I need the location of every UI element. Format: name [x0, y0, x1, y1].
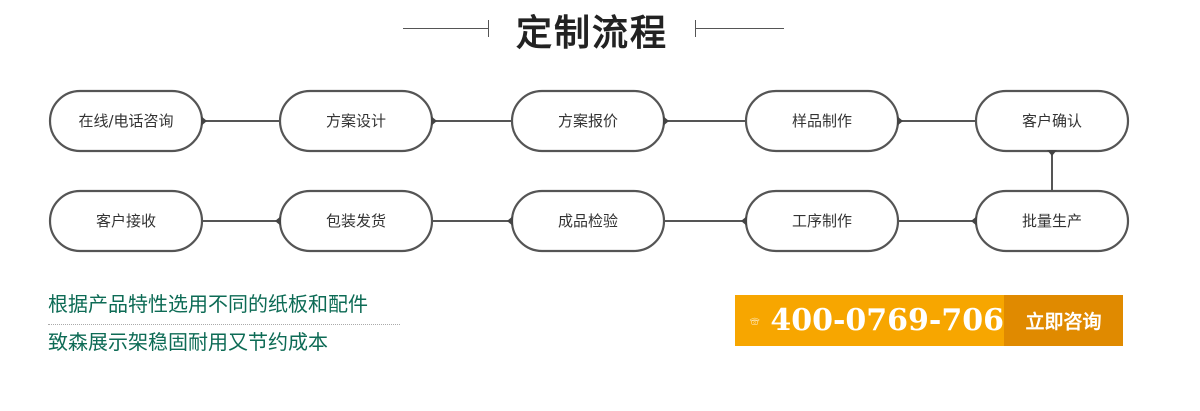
flow-step-label: 客户确认 [1022, 112, 1082, 130]
flow-arrow-icon [507, 216, 513, 226]
flow-step-label: 成品检验 [558, 212, 618, 230]
title-rule-left-tick [488, 20, 489, 37]
flow-step-label: 方案报价 [558, 112, 618, 130]
flow-arrow-icon [971, 216, 977, 226]
title-rule-right [696, 28, 784, 29]
flow-arrow-icon [897, 116, 903, 126]
flow-step-label: 包装发货 [326, 212, 386, 230]
hotline-number-panel: 400-0769-706 [735, 295, 1004, 346]
flow-arrow-icon [741, 216, 747, 226]
hotline-banner: 400-0769-706 立即咨询 [735, 295, 1123, 346]
flow-step-sample: 样品制作 [744, 89, 900, 153]
flow-step-confirm: 客户确认 [974, 89, 1130, 153]
flow-step-design: 方案设计 [278, 89, 434, 153]
flow-arrow-icon [275, 216, 281, 226]
flow-step-process: 工序制作 [744, 189, 900, 253]
page-title: 定制流程 [515, 12, 668, 54]
title-rule-right-tick [695, 20, 696, 37]
flow-step-receive: 客户接收 [48, 189, 204, 253]
flow-arrow-icon [431, 116, 437, 126]
flow-step-label: 样品制作 [792, 112, 852, 130]
flow-step-box [48, 189, 204, 253]
phone-number[interactable]: 400-0769-706 [770, 303, 1004, 338]
flow-step-pack: 包装发货 [278, 189, 434, 253]
flow-step-label: 批量生产 [1022, 212, 1082, 230]
flow-arrow-icon [1047, 150, 1057, 156]
tagline-line-1: 根据产品特性选用不同的纸板和配件 [48, 292, 368, 316]
flow-step-quote: 方案报价 [510, 89, 666, 153]
telephone-icon [749, 317, 760, 325]
flow-step-inspect: 成品检验 [510, 189, 666, 253]
tagline-divider [48, 324, 400, 325]
section-header: 定制流程 [0, 0, 1200, 58]
flow-arrow-icon [201, 116, 207, 126]
flow-arrow-icon [663, 116, 669, 126]
consult-now-button[interactable]: 立即咨询 [1004, 295, 1123, 346]
flow-step-label: 客户接收 [96, 212, 156, 230]
flow-step-label: 工序制作 [792, 212, 852, 230]
flow-step-label: 在线/电话咨询 [78, 112, 173, 130]
flow-step-mass: 批量生产 [974, 189, 1130, 253]
title-rule-left [403, 28, 488, 29]
tagline-line-2: 致森展示架稳固耐用又节约成本 [48, 330, 328, 354]
flow-step-consult: 在线/电话咨询 [48, 89, 204, 153]
flow-step-label: 方案设计 [326, 112, 386, 130]
